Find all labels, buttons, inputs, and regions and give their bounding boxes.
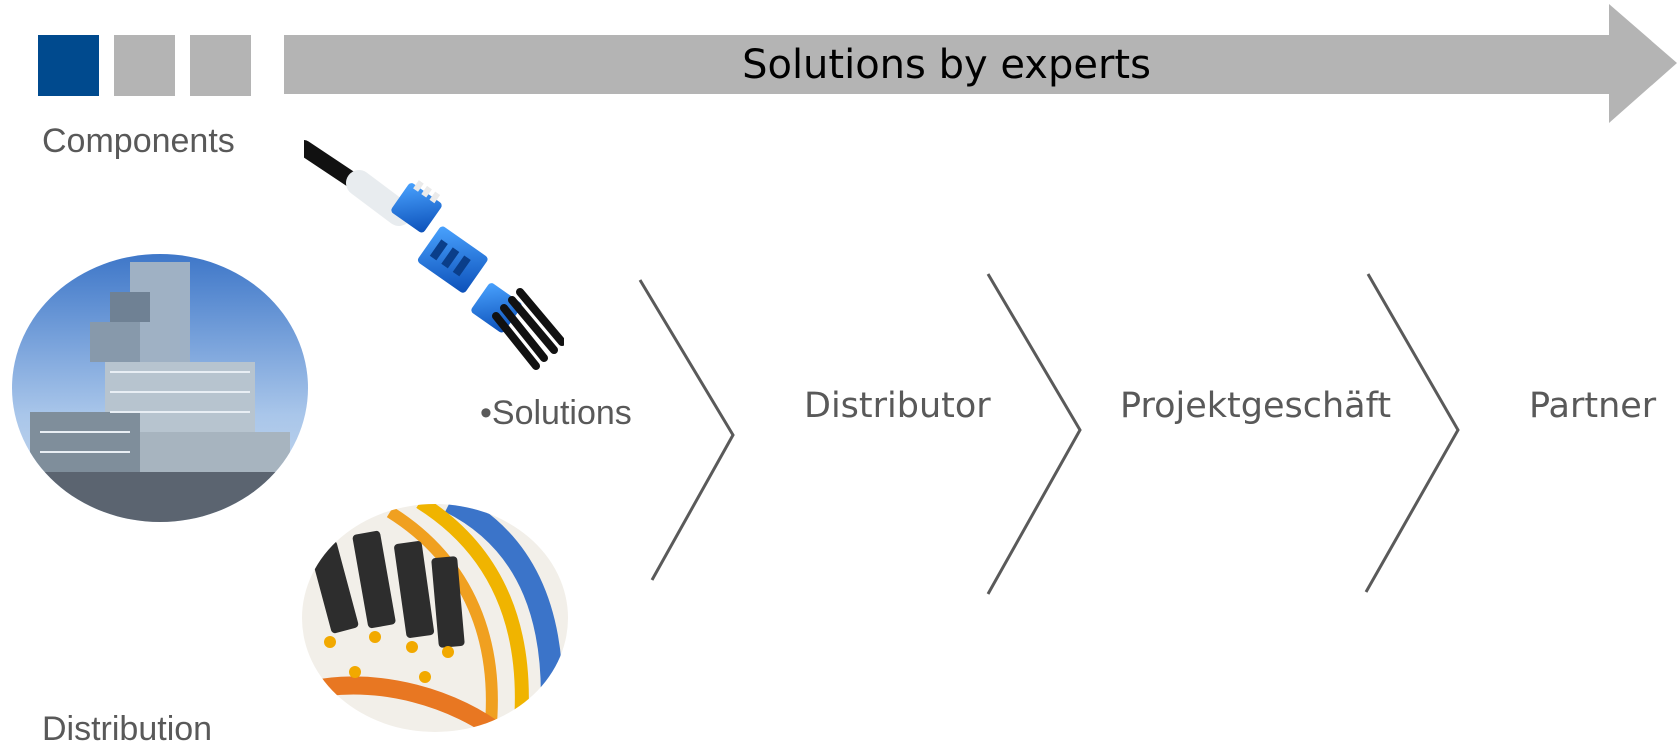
office-building-photo: [12, 254, 308, 522]
chevron-divider: [986, 273, 1082, 595]
chevron-divider: [638, 279, 735, 581]
progress-square-active: [38, 35, 99, 96]
fiber-optic-connector-photo: [304, 140, 564, 370]
components-label: Components: [42, 122, 235, 160]
banner-arrow: [284, 4, 1677, 123]
flow-step-projektgeschaeft: Projektgeschäft: [1120, 386, 1392, 426]
chevron-divider: [1364, 273, 1460, 593]
progress-square: [114, 35, 175, 96]
banner-title: Solutions by experts: [742, 42, 1151, 88]
progress-square: [190, 35, 251, 96]
flow-step-distributor: Distributor: [804, 386, 991, 426]
flow-step-partner: Partner: [1529, 386, 1657, 426]
distribution-label: Distribution: [42, 710, 213, 748]
fiber-cables-photo: [302, 504, 568, 732]
solutions-label: •Solutions: [480, 394, 632, 432]
